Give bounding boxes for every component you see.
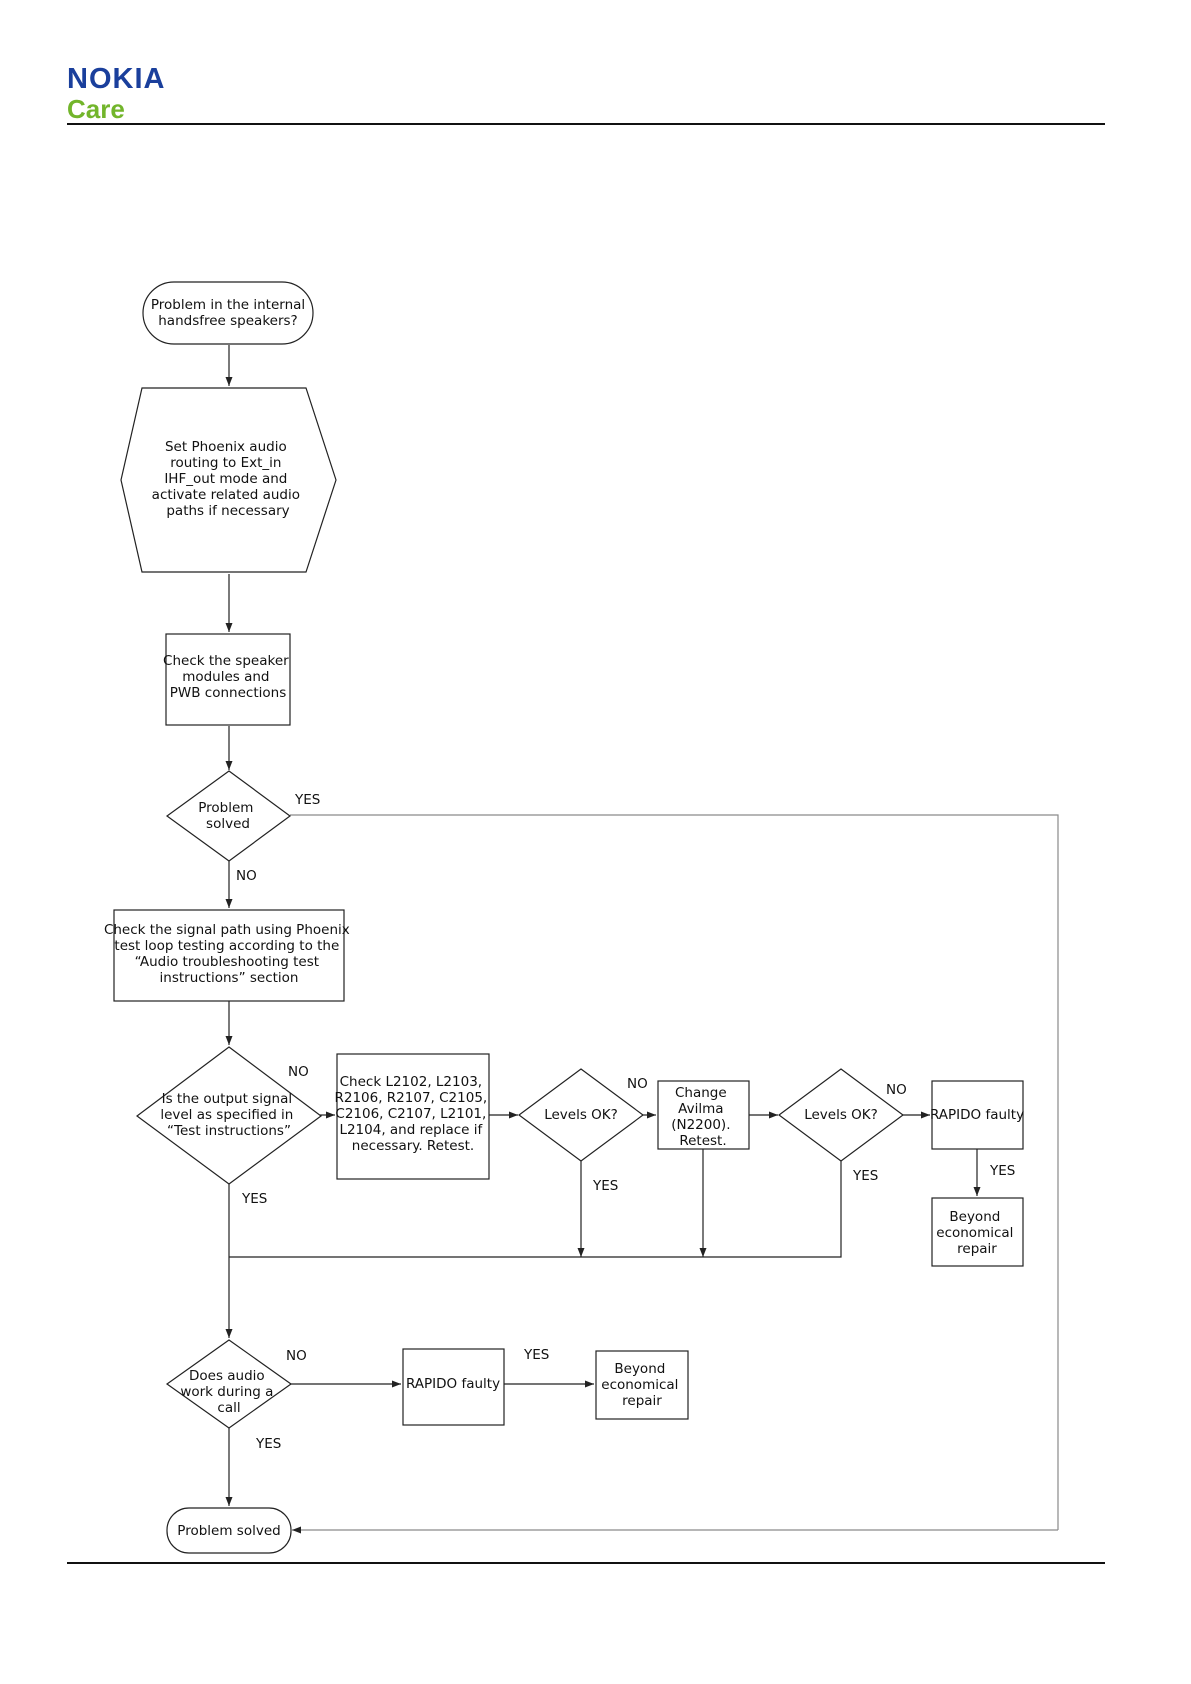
node-rapido-faulty-2: RAPIDO faulty (402, 1348, 505, 1426)
header-rule (67, 123, 1105, 125)
svg-text:Change Avilma (N22: Change Avilma (N2200). Retest. (671, 1085, 735, 1149)
node-rapido-faulty-1: RAPIDO faulty (930, 1080, 1024, 1150)
node-check-components: Check L2102, L2103, R2106, R2107, C2105,… (334, 1053, 491, 1180)
edge-label-solved-no: NO (236, 868, 257, 884)
edge-labels: YES NO NO YES NO YES NO YES YES NO YES Y… (236, 792, 1015, 1452)
node-set-routing-line: paths if necessary (166, 503, 289, 519)
svg-text:Is the output signal lev: Is the output signal level as specified … (160, 1091, 297, 1139)
svg-text:Check the signal path using Ph: Check the signal path using Phoenix test… (104, 922, 354, 986)
node-problem-solved-q-line: Problem (198, 800, 253, 816)
node-audio-call-q-line: call (217, 1400, 240, 1416)
node-beyond-repair-1: Beyond economical repair (931, 1197, 1024, 1267)
node-end: Problem solved (166, 1507, 292, 1554)
node-output-level-q-line: Is the output signal (162, 1091, 293, 1107)
node-set-routing-line: IHF_out mode and (164, 471, 287, 487)
edge-label-call-yes: YES (255, 1436, 281, 1452)
logo-brand: NOKIA (67, 63, 166, 95)
node-rapido-faulty-2-label: RAPIDO faulty (406, 1376, 500, 1392)
node-beyond-repair-1-line: economical (936, 1225, 1013, 1241)
svg-text:Does audio work during a: Does audio work during a call (180, 1368, 277, 1416)
node-audio-call-q: Does audio work during a call (165, 1339, 293, 1429)
node-check-signal-path: Check the signal path using Phoenix test… (104, 909, 354, 1002)
edge-label-levels2-yes: YES (852, 1168, 878, 1184)
flowchart-edges (225, 345, 1059, 1534)
edge-label-call-no: NO (286, 1348, 307, 1364)
node-check-speaker-line: Check the speaker (163, 653, 289, 669)
node-levels-ok-2-label: Levels OK? (804, 1107, 878, 1123)
node-check-components-line: Check L2102, L2103, (340, 1074, 482, 1090)
svg-text:Beyond economical: Beyond economical repair (601, 1361, 682, 1409)
node-problem-solved-q: Problem solved (165, 770, 292, 862)
edge-label-rapido1-yes: YES (989, 1163, 1015, 1179)
node-start-line: Problem in the internal (151, 297, 305, 313)
node-beyond-repair-1-line: Beyond (949, 1209, 1000, 1225)
edge-label-output-no: NO (288, 1064, 309, 1080)
node-set-routing-line: Set Phoenix audio (165, 439, 287, 455)
node-beyond-repair-2: Beyond economical repair (595, 1350, 689, 1420)
node-check-components-line: R2106, R2107, C2105, (334, 1090, 487, 1106)
node-levels-ok-2: Levels OK? (777, 1068, 905, 1162)
svg-text:Problem solved: Problem solved (198, 800, 258, 832)
svg-text:Check L2102, L2103, R210: Check L2102, L2103, R2106, R2107, C2105,… (334, 1074, 491, 1154)
node-check-speaker-line: PWB connections (170, 685, 286, 701)
node-change-avilma-line: (N2200). (671, 1117, 730, 1133)
node-output-level-q-line: level as specified in (160, 1107, 293, 1123)
node-levels-ok-1-label: Levels OK? (544, 1107, 618, 1123)
edge-label-output-yes: YES (241, 1191, 267, 1207)
node-change-avilma-line: Avilma (678, 1101, 723, 1117)
edge-label-levels1-no: NO (627, 1076, 648, 1092)
nokia-care-logo: NOKIA Care (67, 64, 165, 123)
edge-levels2-yes (229, 1161, 842, 1258)
edge-label-solved-yes: YES (294, 792, 320, 808)
node-output-level-q: Is the output signal level as specified … (135, 1046, 323, 1185)
node-set-routing-line: routing to Ext_in (170, 455, 281, 471)
svg-text:Set Phoenix audio routin: Set Phoenix audio routing to Ext_in IHF_… (152, 439, 305, 519)
node-check-components-line: L2104, and replace if (339, 1122, 483, 1138)
logo-sub-brand: Care (67, 94, 125, 124)
node-beyond-repair-2-line: repair (622, 1393, 662, 1409)
node-beyond-repair-2-line: economical (601, 1377, 678, 1393)
edge-label-levels1-yes: YES (592, 1178, 618, 1194)
node-set-routing-line: activate related audio (152, 487, 300, 503)
node-change-avilma-line: Change (675, 1085, 727, 1101)
node-check-speaker-line: modules and (182, 669, 269, 685)
edge-label-rapido2-yes: YES (523, 1347, 549, 1363)
node-audio-call-q-line: Does audio (189, 1368, 265, 1384)
node-check-speaker: Check the speaker modules and PWB connec… (163, 633, 293, 726)
node-check-signal-path-line: Check the signal path using Phoenix (104, 922, 350, 938)
node-check-signal-path-line: instructions” section (160, 970, 299, 986)
node-output-level-q-line: “Test instructions” (167, 1123, 291, 1139)
edge-label-levels2-no: NO (886, 1082, 907, 1098)
svg-text:Check the speaker module: Check the speaker modules and PWB connec… (163, 653, 293, 701)
svg-text:Beyond economical: Beyond economical repair (936, 1209, 1017, 1257)
node-check-components-line: necessary. Retest. (352, 1138, 474, 1154)
node-set-routing: Set Phoenix audio routing to Ext_in IHF_… (120, 387, 337, 573)
node-start-line: handsfree speakers? (158, 313, 297, 329)
node-beyond-repair-1-line: repair (957, 1241, 997, 1257)
node-check-signal-path-line: test loop testing according to the (114, 938, 339, 954)
node-levels-ok-1: Levels OK? (517, 1068, 645, 1162)
node-audio-call-q-line: work during a (180, 1384, 273, 1400)
node-check-signal-path-line: “Audio troubleshooting test (135, 954, 319, 970)
node-beyond-repair-2-line: Beyond (614, 1361, 665, 1377)
node-change-avilma-line: Retest. (679, 1133, 726, 1149)
node-end-label: Problem solved (177, 1523, 280, 1539)
node-rapido-faulty-1-label: RAPIDO faulty (930, 1107, 1024, 1123)
node-change-avilma: Change Avilma (N2200). Retest. (657, 1080, 750, 1150)
node-problem-solved-q-line: solved (206, 816, 250, 832)
footer-rule (67, 1562, 1105, 1564)
node-check-components-line: C2106, C2107, L2101, (335, 1106, 486, 1122)
edge-solved-yes (290, 814, 1059, 1530)
